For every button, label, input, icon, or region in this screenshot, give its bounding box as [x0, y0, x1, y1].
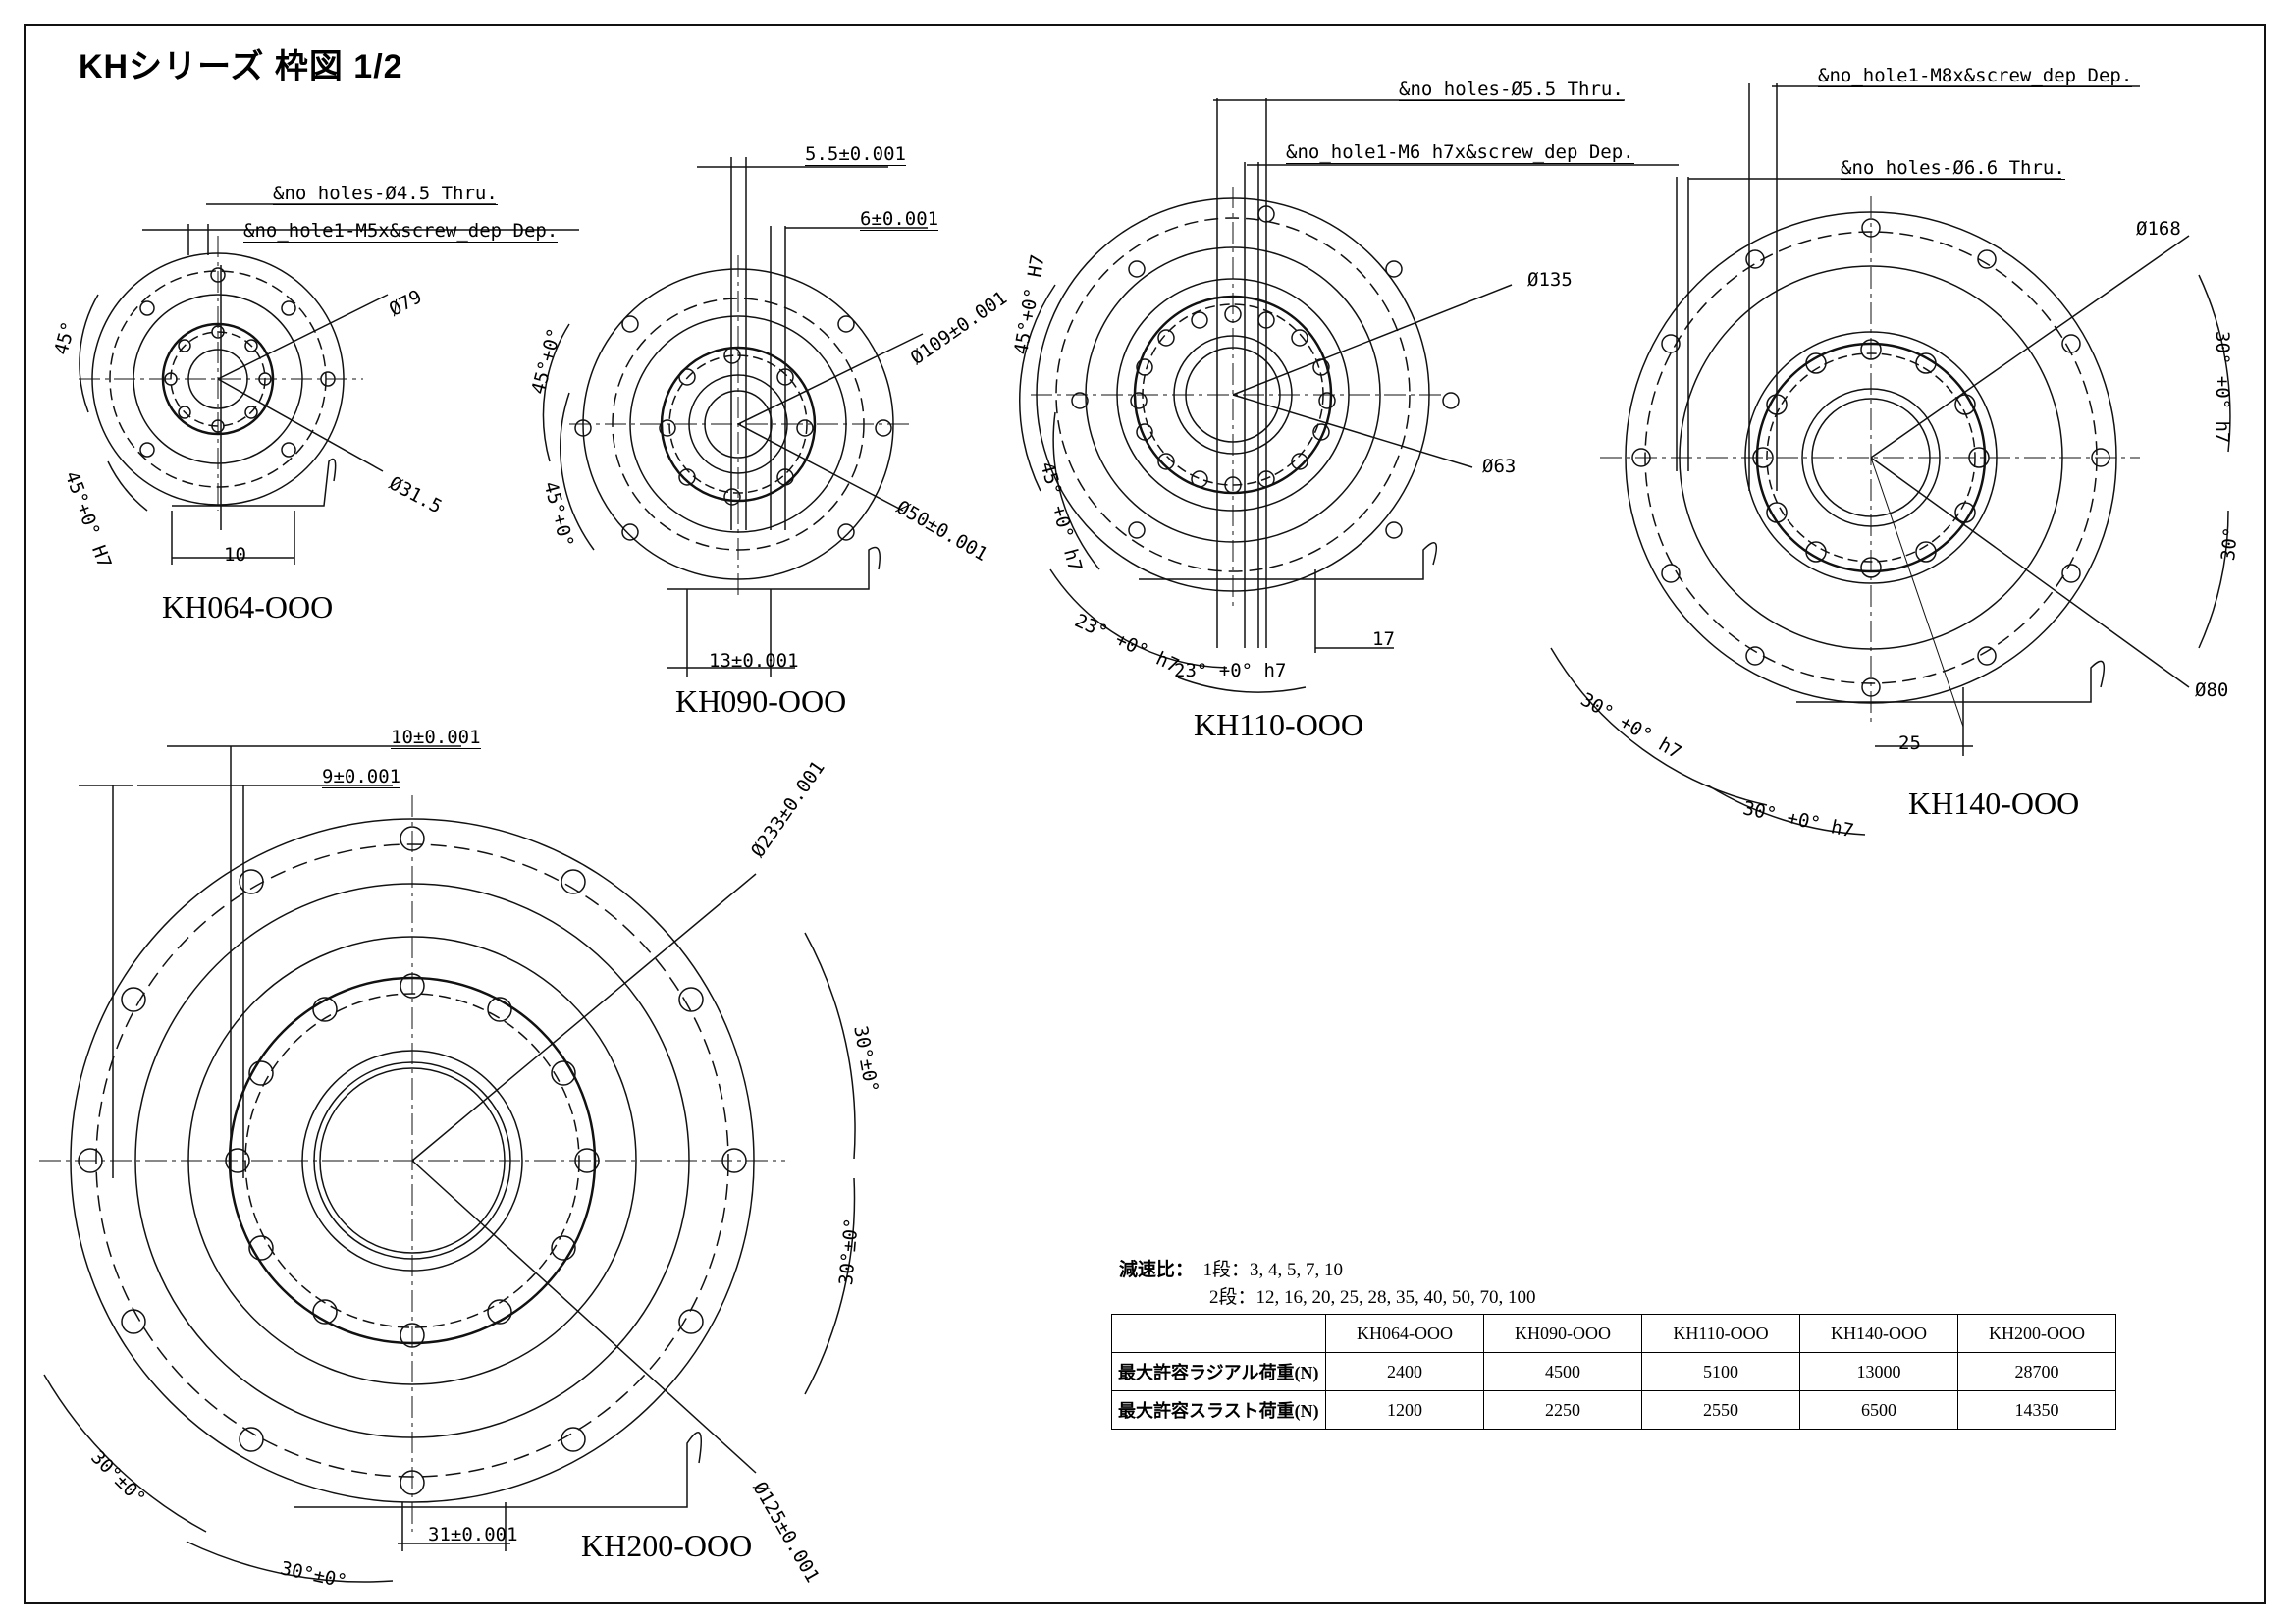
kh090-dim-a: 5.5±0.001 [805, 143, 906, 166]
kh140-inner-diameter: Ø80 [2195, 679, 2229, 701]
row-label-thrust: 最大許容スラスト荷重(N) [1111, 1390, 1326, 1430]
ratio-label: 減速比： [1119, 1260, 1195, 1280]
kh110-flange [1019, 98, 1679, 693]
table-row: 最大許容スラスト荷重(N) 1200 2250 2550 6500 14350 [1111, 1390, 2116, 1430]
table-header-row: KH064-OOO KH090-OOO KH110-OOO KH140-OOO … [1111, 1314, 2116, 1353]
table-header-cell: KH064-OOO [1325, 1314, 1484, 1353]
kh200-bolt-holes [78, 826, 747, 1495]
kh110-inner-diameter: Ø63 [1482, 456, 1517, 477]
reduction-ratio-block: 減速比： 1段：3, 4, 5, 7, 10 2段：12, 16, 20, 25… [1119, 1257, 1536, 1312]
kh200-model-label: KH200-OOO [581, 1528, 753, 1563]
table-header-cell: KH200-OOO [1957, 1314, 2116, 1353]
kh140-angle-b: 30° [2217, 525, 2242, 562]
kh090-flange [542, 157, 928, 677]
table-cell: 1200 [1325, 1390, 1484, 1430]
kh090-model-label: KH090-OOO [675, 683, 847, 719]
kh200-dim-b: 9±0.001 [322, 766, 401, 788]
kh064-holes-note: &no holes-Ø4.5 Thru. [273, 183, 498, 205]
row-label-radial: 最大許容ラジアル荷重(N) [1111, 1352, 1326, 1391]
table-header-cell: KH140-OOO [1799, 1314, 1958, 1353]
kh140-tap-note: &no_hole1-M8x&screw_dep Dep. [1818, 65, 2133, 87]
table-row: 最大許容ラジアル荷重(N) 2400 4500 5100 13000 28700 [1111, 1352, 2116, 1391]
ratio-stage2: 2段：12, 16, 20, 25, 28, 35, 40, 50, 70, 1… [1209, 1287, 1536, 1308]
kh090-width-dim: 13±0.001 [709, 650, 799, 672]
kh110-outer-diameter: Ø135 [1527, 269, 1573, 291]
kh200-tap-holes [225, 973, 600, 1348]
table-cell: 2250 [1483, 1390, 1642, 1430]
kh140-model-label: KH140-OOO [1908, 785, 2080, 821]
kh110-angle-d: 23° +0° h7 [1174, 660, 1287, 681]
table-cell: 28700 [1957, 1352, 2116, 1391]
table-header-cell: KH110-OOO [1641, 1314, 1800, 1353]
table-cell: 2550 [1641, 1390, 1800, 1430]
kh200-dim-a: 10±0.001 [391, 727, 481, 749]
kh090-dim-b: 6±0.001 [860, 208, 939, 231]
sheet-title: KHシリーズ 枠図 1/2 [79, 48, 403, 85]
kh110-holes-note: &no holes-Ø5.5 Thru. [1399, 79, 1624, 101]
kh064-width-dim: 10 [224, 544, 246, 566]
kh200-width-dim: 31±0.001 [428, 1524, 518, 1545]
kh064-bolt-holes [139, 267, 336, 458]
ratio-stage1: 1段：3, 4, 5, 7, 10 [1202, 1260, 1344, 1280]
kh110-model-label: KH110-OOO [1194, 707, 1364, 742]
kh140-bolt-holes [1631, 218, 2110, 697]
kh064-model-label: KH064-OOO [162, 589, 334, 624]
kh110-bolt-holes [1071, 205, 1460, 539]
table-cell: 14350 [1957, 1390, 2116, 1430]
kh090-bolt-holes [574, 315, 892, 541]
kh110-tap-note: &no_hole1-M6 h7x&screw_dep Dep. [1286, 141, 1634, 164]
table-cell: 6500 [1799, 1390, 1958, 1430]
table-cell: 13000 [1799, 1352, 1958, 1391]
kh140-holes-note: &no holes-Ø6.6 Thru. [1841, 157, 2065, 180]
sheet-border [24, 24, 2266, 1604]
table-cell: 4500 [1483, 1352, 1642, 1391]
kh140-angle-a: 30° +0° h7 [2212, 331, 2233, 444]
load-spec-table: KH064-OOO KH090-OOO KH110-OOO KH140-OOO … [1111, 1314, 2116, 1430]
kh140-outer-diameter: Ø168 [2136, 218, 2181, 240]
kh140-width-dim: 25 [1898, 732, 1921, 754]
table-header-cell [1111, 1314, 1326, 1353]
table-header-cell: KH090-OOO [1483, 1314, 1642, 1353]
kh140-flange [1550, 83, 2231, 836]
kh064-tap-holes [164, 325, 272, 433]
kh064-tap-note: &no_hole1-M5x&screw_dep Dep. [243, 220, 559, 243]
table-cell: 2400 [1325, 1352, 1484, 1391]
kh064-flange [79, 203, 579, 565]
kh110-width-dim: 17 [1372, 628, 1395, 650]
kh200-flange [39, 745, 856, 1583]
table-cell: 5100 [1641, 1352, 1800, 1391]
